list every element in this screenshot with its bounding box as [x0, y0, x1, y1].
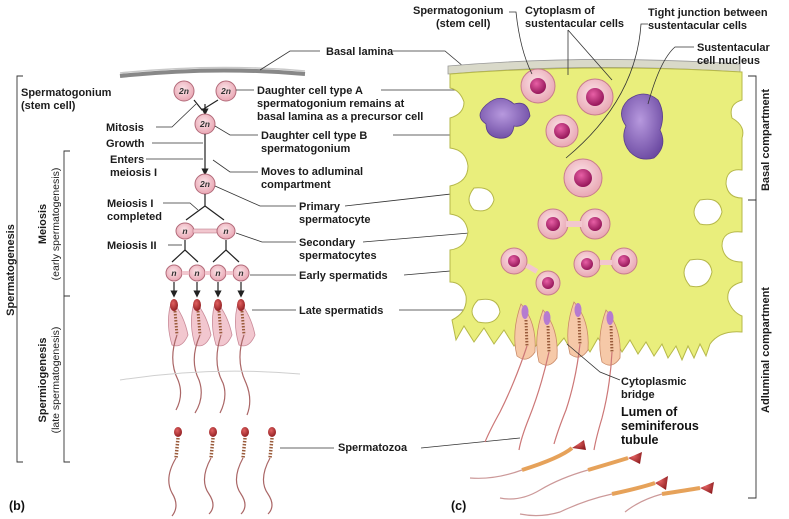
svg-text:meiosis I: meiosis I: [110, 167, 157, 179]
label-tight-junction: Tight junction between sustentacular cel…: [648, 7, 768, 32]
bracket-basal-compartment: Basal compartment: [748, 76, 772, 200]
svg-text:spermatogonium remains at: spermatogonium remains at: [257, 98, 405, 110]
svg-text:bridge: bridge: [621, 389, 655, 401]
svg-text:Sustentacular: Sustentacular: [697, 42, 770, 54]
svg-text:2n: 2n: [220, 86, 231, 96]
label-lumen: Lumen of seminiferous tubule: [621, 405, 699, 447]
label-early-spermatids: Early spermatids: [299, 270, 388, 282]
svg-text:2n: 2n: [199, 119, 210, 129]
svg-text:Enters: Enters: [110, 154, 144, 166]
bracket-spermiogenesis: Spermiogenesis (late spermatogenesis): [37, 296, 70, 462]
label-mitosis: Mitosis: [106, 122, 144, 134]
svg-text:Spermatogenesis: Spermatogenesis: [5, 224, 17, 316]
label-enters-meiosis: Enters meiosis I: [110, 154, 157, 179]
svg-text:(early spermatogenesis): (early spermatogenesis): [50, 168, 62, 281]
svg-text:Primary: Primary: [299, 201, 341, 213]
label-secondary-spermatocytes: Secondary spermatocytes: [299, 237, 377, 262]
label-meiosis1-completed: Meiosis I completed: [107, 198, 162, 223]
bracket-meiosis: Meiosis (early spermatogenesis): [37, 151, 70, 296]
label-spermatogonium-b: Spermatogonium (stem cell): [21, 87, 112, 112]
svg-text:Cytoplasm of: Cytoplasm of: [525, 5, 595, 17]
bracket-adluminal-compartment: Adluminal compartment: [748, 200, 772, 498]
svg-text:Tight junction between: Tight junction between: [648, 7, 768, 19]
label-basal-lamina: Basal lamina: [326, 46, 394, 58]
svg-text:tubule: tubule: [621, 433, 659, 447]
label-growth: Growth: [106, 138, 145, 150]
spermatozoa-b: [169, 427, 276, 516]
spermatozoa-c: [470, 440, 714, 516]
svg-text:n: n: [238, 268, 243, 278]
svg-text:n: n: [171, 268, 176, 278]
svg-text:n: n: [215, 268, 220, 278]
svg-text:n: n: [194, 268, 199, 278]
svg-text:n: n: [223, 226, 228, 236]
svg-text:spermatogonium: spermatogonium: [261, 143, 350, 155]
early-spermatids: n n n n: [166, 265, 249, 281]
label-spermatogonium-c: Spermatogonium (stem cell): [413, 5, 504, 30]
label-moves: Moves to adluminal compartment: [261, 166, 363, 191]
svg-text:Meiosis I: Meiosis I: [107, 198, 153, 210]
svg-text:sustentacular cells: sustentacular cells: [525, 18, 624, 30]
svg-text:spermatocytes: spermatocytes: [299, 250, 377, 262]
svg-text:Spermatogonium: Spermatogonium: [413, 5, 504, 17]
svg-text:Daughter cell type B: Daughter cell type B: [261, 130, 367, 142]
svg-text:Adluminal compartment: Adluminal compartment: [760, 287, 772, 413]
svg-text:seminiferous: seminiferous: [621, 419, 699, 433]
bracket-spermatogenesis: Spermatogenesis: [5, 76, 23, 462]
secondary-spermatocyte-cell: n: [217, 223, 235, 239]
svg-text:(late spermatogenesis): (late spermatogenesis): [50, 327, 62, 434]
svg-text:Daughter cell type A: Daughter cell type A: [257, 85, 363, 97]
spermatogonium-cell: 2n: [174, 81, 194, 101]
svg-text:spermatocyte: spermatocyte: [299, 214, 371, 226]
daughter-a-cell: 2n: [216, 81, 236, 101]
daughter-b-cell: 2n: [195, 114, 215, 134]
secondary-spermatocyte-cell: n: [176, 223, 194, 239]
label-daughter-b: Daughter cell type B spermatogonium: [261, 130, 367, 155]
svg-text:Secondary: Secondary: [299, 237, 356, 249]
label-sustentacular-nucleus: Sustentacular cell nucleus: [697, 42, 770, 67]
svg-text:cell nucleus: cell nucleus: [697, 55, 760, 67]
svg-text:Meiosis: Meiosis: [37, 204, 49, 244]
label-spermatozoa: Spermatozoa: [338, 442, 408, 454]
svg-text:2n: 2n: [178, 86, 189, 96]
svg-text:basal lamina as a precursor ce: basal lamina as a precursor cell: [257, 111, 423, 123]
svg-text:2n: 2n: [199, 179, 210, 189]
svg-text:n: n: [182, 226, 187, 236]
label-cytoplasmic-bridge: Cytoplasmic bridge: [621, 376, 686, 401]
label-meiosis2: Meiosis II: [107, 240, 157, 252]
svg-text:Spermatogonium: Spermatogonium: [21, 87, 112, 99]
sustentacular-nucleus: [621, 94, 662, 159]
svg-text:Basal compartment: Basal compartment: [760, 89, 772, 191]
svg-text:Lumen of: Lumen of: [621, 405, 678, 419]
svg-text:Cytoplasmic: Cytoplasmic: [621, 376, 686, 388]
basal-lamina-line: [120, 70, 305, 76]
panel-letter-b: (b): [9, 499, 25, 513]
svg-text:completed: completed: [107, 211, 162, 223]
svg-text:(stem cell): (stem cell): [21, 100, 76, 112]
svg-text:Spermiogenesis: Spermiogenesis: [37, 338, 49, 423]
late-spermatids-b: [168, 299, 255, 415]
svg-text:sustentacular cells: sustentacular cells: [648, 20, 747, 32]
svg-text:compartment: compartment: [261, 179, 331, 191]
label-primary-spermatocyte: Primary spermatocyte: [299, 201, 371, 226]
svg-text:(stem cell): (stem cell): [436, 18, 491, 30]
label-late-spermatids: Late spermatids: [299, 305, 383, 317]
primary-spermatocyte-cell: 2n: [195, 174, 215, 194]
label-cytoplasm-sustentacular: Cytoplasm of sustentacular cells: [525, 5, 624, 30]
panel-letter-c: (c): [451, 499, 466, 513]
svg-text:Moves to adluminal: Moves to adluminal: [261, 166, 363, 178]
label-daughter-a: Daughter cell type A spermatogonium rema…: [257, 85, 423, 123]
